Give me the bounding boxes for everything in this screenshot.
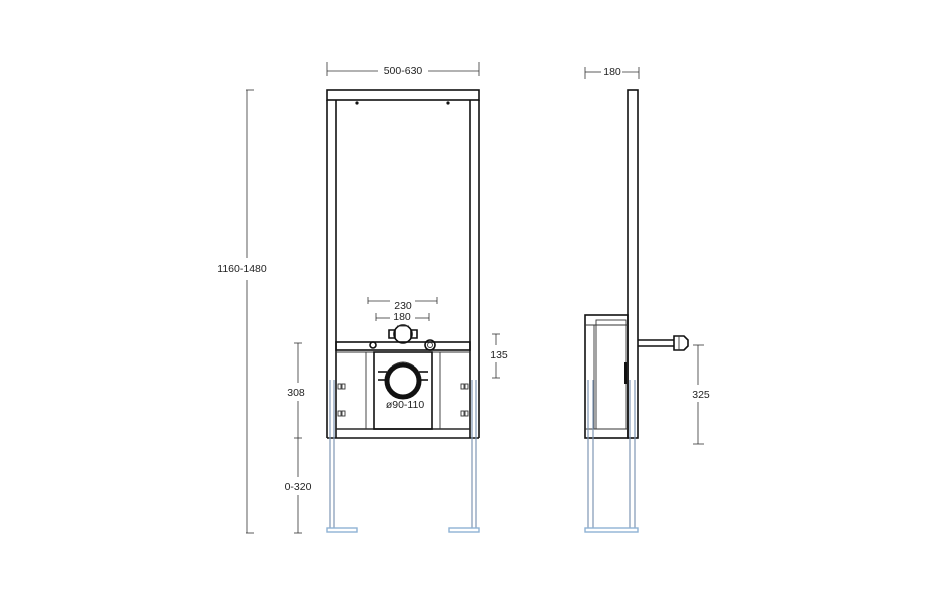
side-view: 180 — [584, 66, 710, 533]
leg-range-dimension: 0-320 — [285, 438, 312, 534]
side-outlet-pipe — [638, 335, 689, 351]
total-height-dimension: 1160-1480 — [217, 89, 267, 534]
drain-connector — [378, 361, 428, 400]
width-label: 500-630 — [384, 65, 423, 77]
connector-height-label: 135 — [490, 349, 508, 361]
drain-label: ø90-110 — [386, 399, 424, 411]
side-frame — [584, 89, 689, 533]
depth-dimension: 180 — [584, 66, 640, 79]
flush-outer-label: 230 — [394, 300, 412, 312]
front-legs — [326, 380, 480, 533]
flush-inner-dimension: 180 — [375, 311, 430, 323]
frame-body: ø90-110 — [326, 89, 480, 533]
connector-height-dimension: 135 — [490, 333, 508, 379]
frame-lower-label: 308 — [287, 387, 305, 399]
flush-outer-dimension: 230 — [367, 297, 438, 312]
width-dimension: 500-630 — [326, 62, 480, 77]
leg-range-label: 0-320 — [285, 481, 312, 493]
outlet-height-label: 325 — [692, 389, 710, 401]
frame-lower-dimension: 308 — [287, 342, 305, 439]
flush-inner-label: 180 — [393, 311, 411, 323]
total-height-label: 1160-1480 — [217, 263, 267, 275]
side-legs — [584, 380, 639, 533]
outlet-height-dimension: 325 — [692, 344, 710, 445]
side-fixings — [337, 383, 469, 417]
front-view: 500-630 1160-1480 — [217, 62, 508, 534]
depth-label: 180 — [603, 66, 621, 78]
flush-connector — [369, 324, 436, 351]
